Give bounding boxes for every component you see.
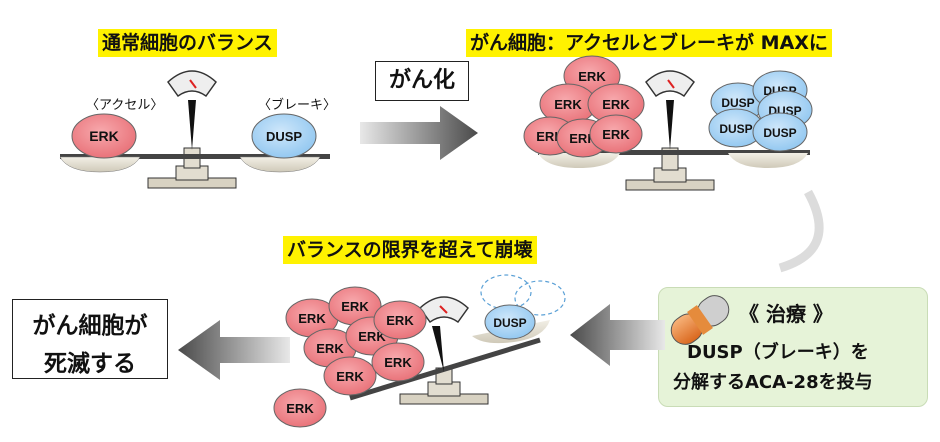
svg-text:ERK: ERK: [316, 341, 344, 356]
arrow-death: [178, 320, 290, 380]
title-normal-balance: 通常細胞のバランス: [98, 29, 277, 57]
curve-arrow: [778, 189, 824, 273]
dusp-label: DUSP: [266, 129, 302, 144]
svg-text:DUSP: DUSP: [493, 316, 526, 330]
title-collapse: バランスの限界を超えて崩壊: [283, 236, 537, 264]
treatment-title: 《 治療 》: [739, 302, 833, 326]
svg-text:ERK: ERK: [298, 311, 326, 326]
treatment-panel: 《 治療 》 DUSP（ブレーキ）を 分解するACA-28を投与: [658, 287, 928, 407]
canceration-box: がん化: [375, 61, 469, 101]
svg-text:ERK: ERK: [384, 355, 412, 370]
svg-text:ERK: ERK: [286, 401, 314, 416]
treatment-line-1: DUSP（ブレーキ）を: [687, 342, 869, 363]
capsule-icon: [670, 295, 730, 345]
treatment-line-2: 分解するACA-28を投与: [673, 372, 873, 393]
ghost-dusp: [480, 274, 532, 310]
svg-text:ERK: ERK: [341, 299, 369, 314]
title-cancer-max: がん細胞：アクセルとブレーキが MAXに: [466, 29, 832, 57]
dusp-cluster: DUSP DUSP DUSP DUSP DUSP: [708, 70, 813, 152]
death-line-2: 死滅する: [44, 351, 136, 377]
erk-label: ERK: [89, 128, 119, 144]
svg-text:DUSP: DUSP: [763, 126, 796, 140]
svg-text:ERK: ERK: [358, 329, 386, 344]
label-brake: 〈ブレーキ〉: [258, 98, 337, 113]
svg-text:DUSP: DUSP: [721, 96, 754, 110]
arrow-canceration: [360, 106, 478, 160]
erk-pile: ERK ERK ERK ERK ERK ERK ERK ERK: [273, 286, 427, 428]
ghost-dusp: [514, 280, 566, 316]
label-accel: 〈アクセル〉: [86, 98, 164, 113]
svg-text:ERK: ERK: [554, 97, 582, 112]
scale-normal: ERK DUSP: [59, 70, 330, 189]
scale-collapse: DUSP ERK ERK ERK ERK ERK ERK ERK ERK: [273, 274, 566, 428]
svg-text:DUSP: DUSP: [719, 122, 752, 136]
svg-text:ERK: ERK: [602, 97, 630, 112]
svg-text:ERK: ERK: [336, 369, 364, 384]
erk-cluster: ERK ERK ERK ERK ERK ERK: [523, 55, 645, 158]
arrow-treatment: [570, 304, 665, 366]
svg-text:ERK: ERK: [386, 313, 414, 328]
scale-cancer: ERK ERK ERK ERK ERK ERK DUSP DUSP DUSP D…: [523, 55, 813, 191]
svg-text:ERK: ERK: [578, 69, 606, 84]
svg-text:ERK: ERK: [602, 127, 630, 142]
death-line-1: がん細胞が: [32, 313, 148, 339]
cancer-death-box: がん細胞が 死滅する: [12, 299, 168, 379]
